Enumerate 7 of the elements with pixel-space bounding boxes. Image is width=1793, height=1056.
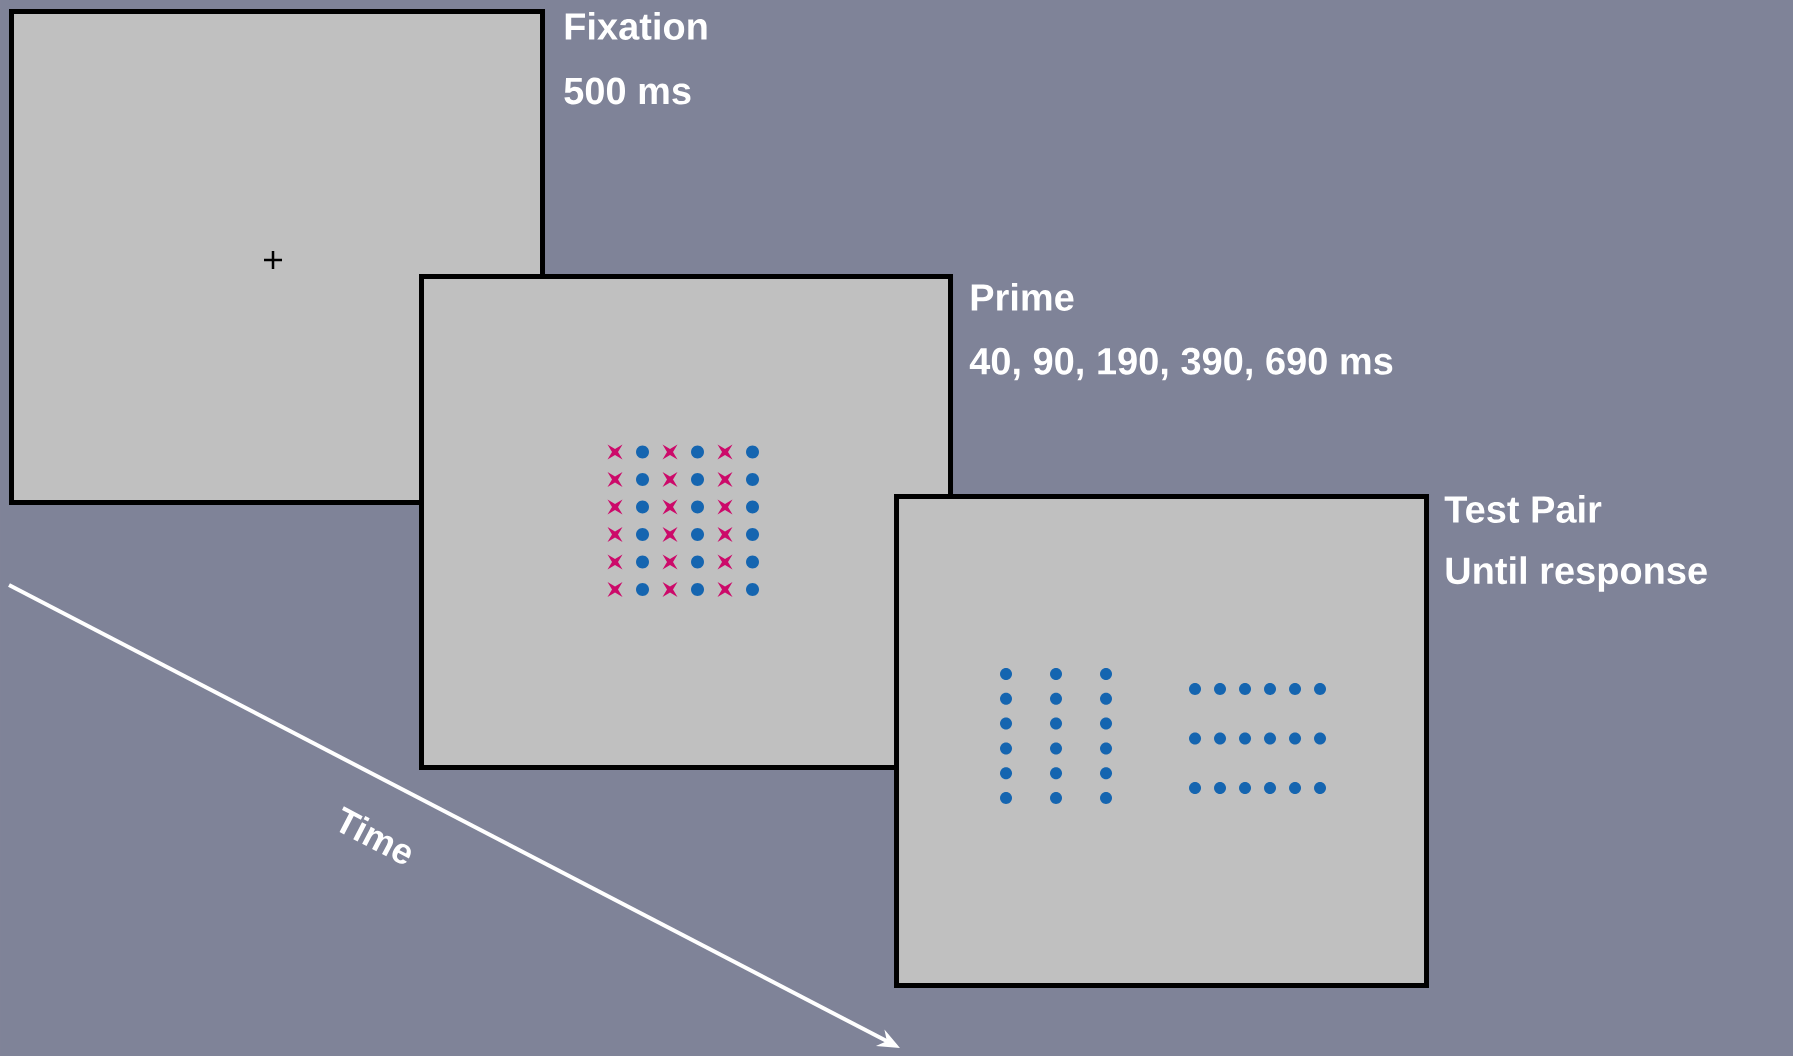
screen-title: Prime xyxy=(971,283,1074,311)
axis-label: Time xyxy=(339,806,411,864)
screen-title: Test Pair xyxy=(1444,495,1602,523)
duration-label: 40, 90, 190, 390, 690 ms xyxy=(969,347,1393,381)
screen-title: Fixation xyxy=(565,12,707,40)
duration-label: Until response xyxy=(1446,556,1707,592)
duration-label: 500 ms xyxy=(564,77,691,105)
